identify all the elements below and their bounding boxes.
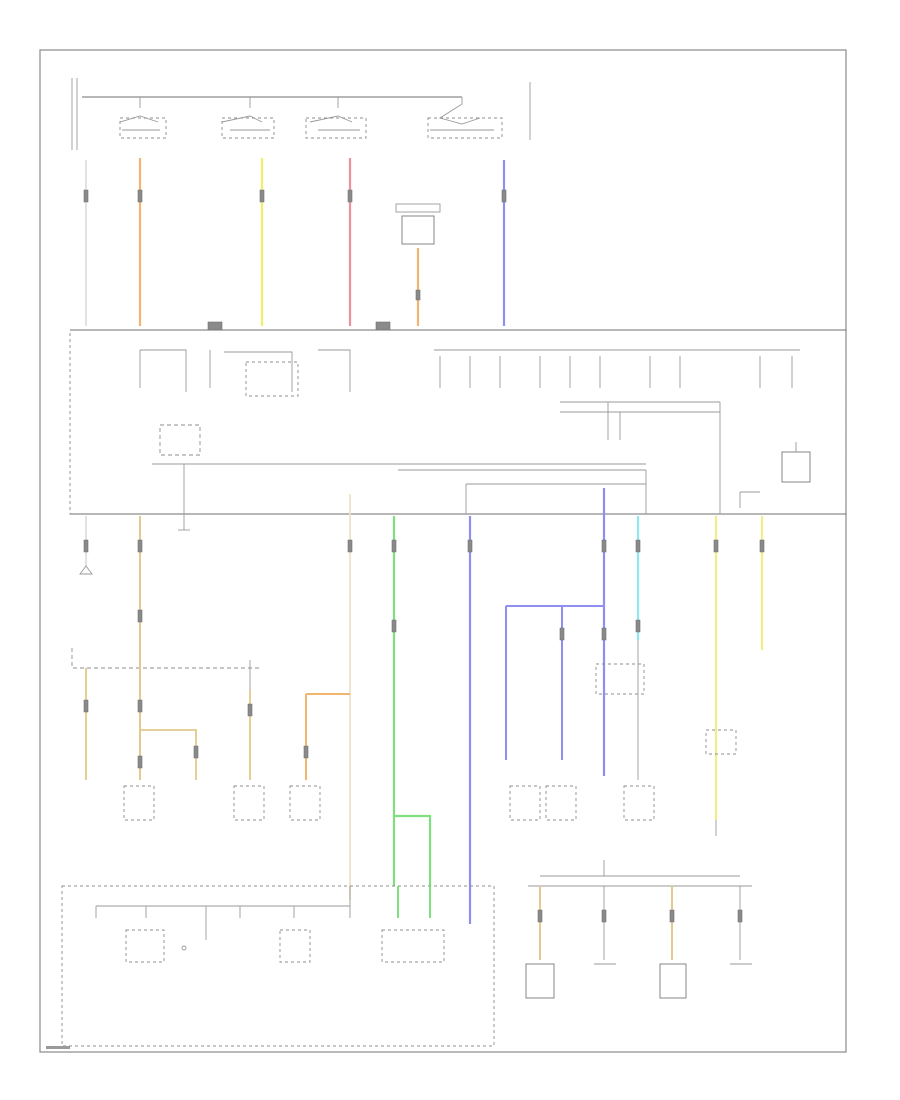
- top-wires: [83, 158, 507, 326]
- bottom-right-block: [525, 860, 752, 999]
- bottom-left-block: [61, 885, 495, 1047]
- right-connectors: [595, 640, 737, 836]
- page-marker: [46, 1046, 70, 1049]
- fuse-box-frame: [69, 321, 847, 515]
- middle-wires: [79, 488, 765, 924]
- ground-point: [178, 514, 190, 531]
- component-row-1: [123, 785, 655, 821]
- diagram-frame: [39, 49, 847, 1053]
- fuse-row: [139, 349, 800, 514]
- connector-block: [71, 648, 350, 780]
- hood-relay: [739, 442, 811, 508]
- ignition-switch: [71, 78, 531, 150]
- switch-contacts: [119, 97, 494, 131]
- auxiliary-battery: [395, 203, 441, 245]
